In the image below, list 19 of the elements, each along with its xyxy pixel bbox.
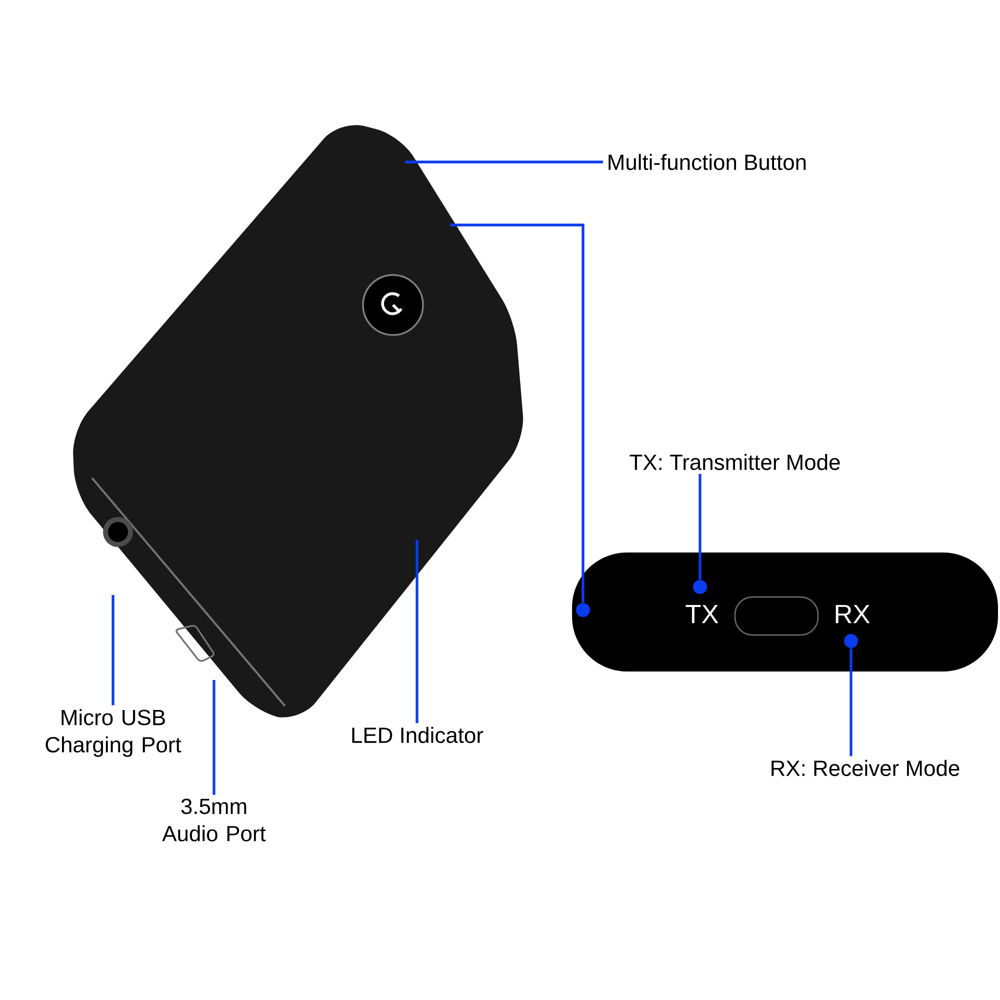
leader-line xyxy=(416,540,418,724)
callout-text: 3.5mm Audio Port xyxy=(162,798,266,842)
callout-text: Multi-function Button xyxy=(608,154,806,170)
callout-text: Micro USB Charging Port xyxy=(46,709,182,757)
leader-line xyxy=(850,648,852,756)
marker-dot xyxy=(576,603,590,617)
callout-text: LED Indicator xyxy=(352,726,484,744)
switch-label: RX xyxy=(836,604,870,624)
leader-line xyxy=(112,595,114,706)
leader-line xyxy=(698,474,702,580)
callout-text: RX: Receiver Mode xyxy=(772,760,960,776)
leader-line xyxy=(212,680,216,795)
leader-line xyxy=(450,224,584,603)
switch-label: TX xyxy=(686,604,718,624)
marker-dot xyxy=(844,634,858,648)
marker-dot xyxy=(693,580,707,594)
callout-text: TX: Transmitter Mode xyxy=(630,454,840,470)
switch-panel-drawing xyxy=(572,552,998,672)
leader-line xyxy=(405,160,603,164)
